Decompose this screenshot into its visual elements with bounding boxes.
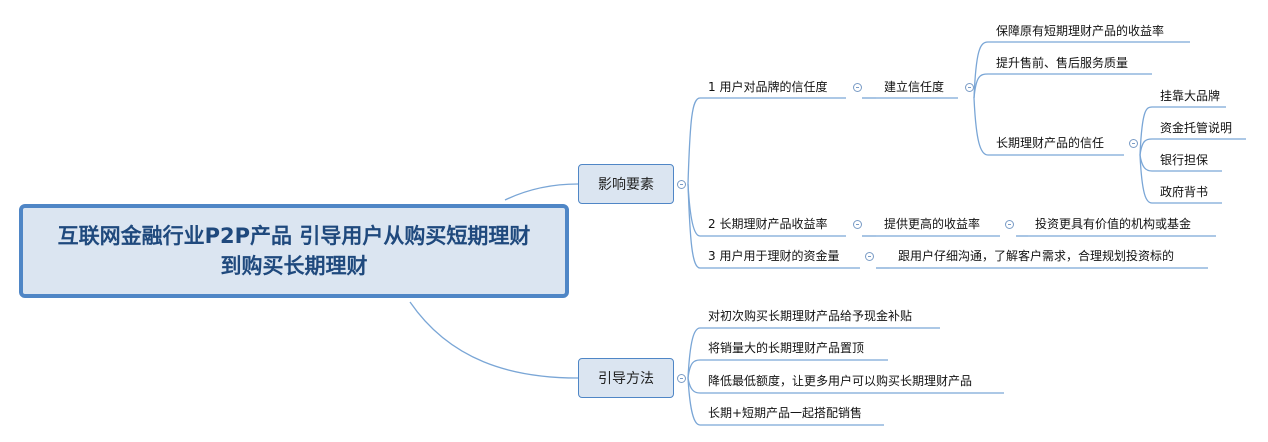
node-keep-yield[interactable]: 保障原有短期理财产品的收益率: [996, 24, 1165, 38]
node-build-trust[interactable]: 建立信任度: [884, 80, 945, 94]
method-item[interactable]: 降低最低额度，让更多用户可以购买长期理财产品: [708, 374, 973, 388]
node-funds[interactable]: 3 用户用于理财的资金量: [708, 249, 840, 263]
collapse-icon[interactable]: [965, 83, 974, 92]
node-yield[interactable]: 2 长期理财产品收益率: [708, 217, 828, 231]
collapse-icon[interactable]: [1005, 220, 1014, 229]
node-bank-guarantee[interactable]: 银行担保: [1160, 153, 1209, 167]
connector-factors-funds: [687, 183, 701, 269]
collapse-icon[interactable]: [865, 252, 874, 261]
connector-factors-trust: [687, 97, 701, 185]
node-communicate[interactable]: 跟用户仔细沟通，了解客户需求，合理规划投资标的: [898, 249, 1175, 263]
node-big-brand[interactable]: 挂靠大品牌: [1160, 89, 1221, 103]
branch-factors[interactable]: 影响要素: [578, 164, 674, 204]
node-trust[interactable]: 1 用户对品牌的信任度: [708, 80, 828, 94]
branch-factors-label: 影响要素: [598, 177, 654, 193]
node-long-trust[interactable]: 长期理财产品的信任: [996, 136, 1105, 150]
collapse-icon[interactable]: [1129, 139, 1138, 148]
branch-methods-label: 引导方法: [598, 371, 654, 387]
collapse-icon[interactable]: [853, 220, 862, 229]
root-title: 互联网金融行业P2P产品 引导用户从购买短期理财到购买长期理财: [57, 224, 531, 278]
collapse-icon[interactable]: [677, 374, 686, 383]
node-higher-yield[interactable]: 提供更高的收益率: [884, 217, 981, 231]
collapse-icon[interactable]: [853, 83, 862, 92]
node-valuable-invest[interactable]: 投资更具有价值的机构或基金: [1035, 217, 1192, 231]
method-item[interactable]: 长期+短期产品一起搭配销售: [708, 406, 863, 420]
method-item[interactable]: 对初次购买长期理财产品给予现金补贴: [708, 309, 913, 323]
collapse-icon[interactable]: [677, 180, 686, 189]
node-custody[interactable]: 资金托管说明: [1160, 121, 1233, 135]
node-gov-endorse[interactable]: 政府背书: [1160, 185, 1209, 199]
connector-root-factors: [504, 183, 579, 201]
method-item[interactable]: 将销量大的长期理财产品置顶: [708, 341, 865, 355]
node-service[interactable]: 提升售前、售后服务质量: [996, 56, 1129, 70]
branch-methods[interactable]: 引导方法: [578, 358, 674, 398]
connector-root-methods: [409, 301, 579, 379]
root-node[interactable]: 互联网金融行业P2P产品 引导用户从购买短期理财到购买长期理财: [19, 204, 569, 298]
